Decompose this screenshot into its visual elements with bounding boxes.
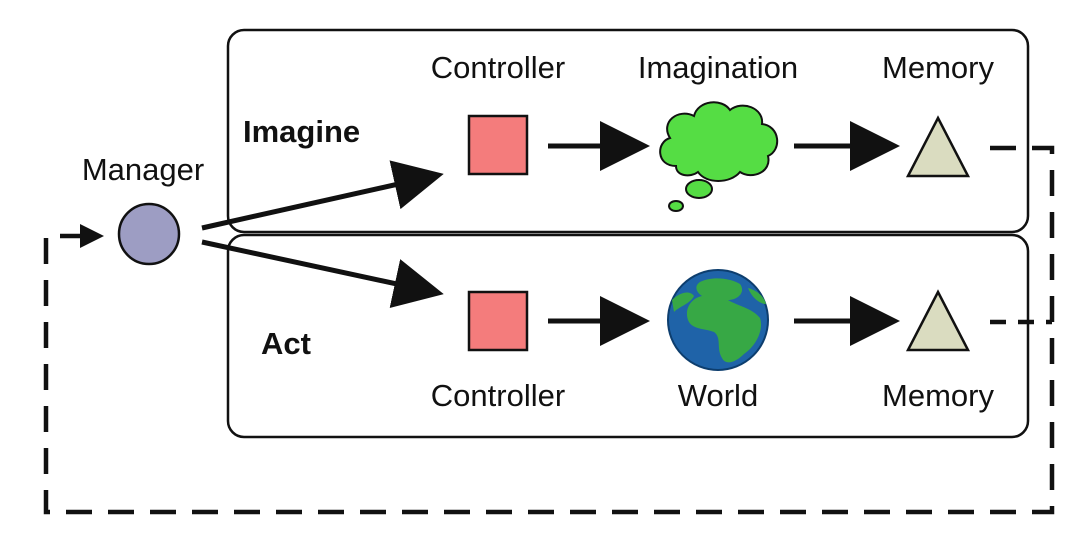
arrow-manager-to-act	[201, 239, 444, 309]
thought-cloud-icon	[659, 101, 778, 212]
act-title: Act	[261, 326, 311, 361]
imagine-controller-label: Controller	[431, 50, 565, 85]
imagine-memory-label: Memory	[882, 50, 994, 85]
act-controller-label: Controller	[431, 378, 565, 413]
imagine-title: Imagine	[243, 114, 360, 149]
imagination-label: Imagination	[638, 50, 798, 85]
manager-node	[117, 202, 181, 266]
manager-input-arrowhead	[80, 224, 104, 248]
world-label: World	[678, 378, 758, 413]
act-memory-triangle	[905, 289, 971, 352]
feedback-loop-dashed-line	[43, 145, 1055, 515]
manager-label: Manager	[82, 152, 204, 187]
imagine-controller-square	[467, 114, 529, 176]
arrow-manager-to-imagine	[201, 160, 444, 231]
globe-icon	[667, 269, 769, 371]
act-controller-square	[467, 290, 529, 352]
act-memory-label: Memory	[882, 378, 994, 413]
imagine-memory-triangle	[905, 115, 971, 178]
